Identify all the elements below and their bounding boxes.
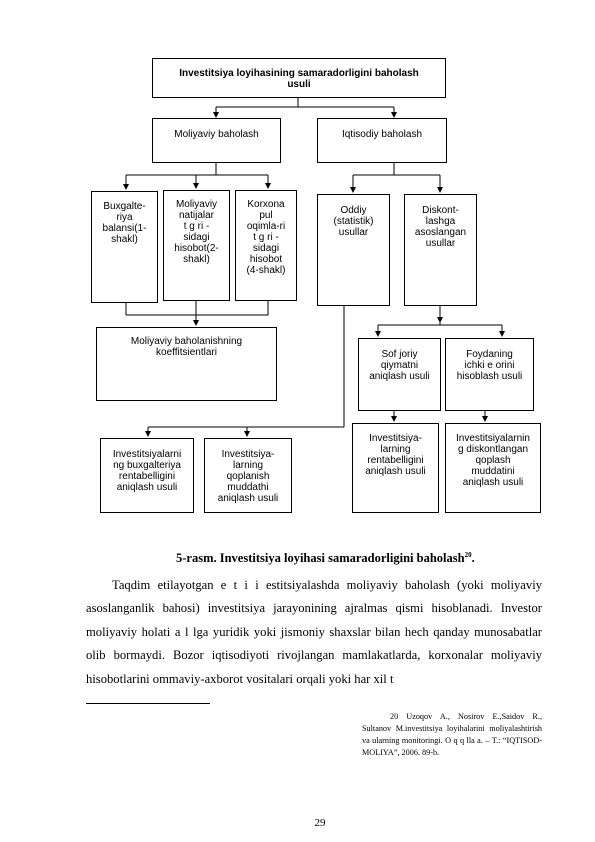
page-number: 29 xyxy=(314,817,326,829)
caption-end: . xyxy=(471,551,475,566)
paragraph-text: Taqdim etilayotgan e t i i estitsiyalash… xyxy=(86,578,542,686)
figure-caption: 5-rasm. Investitsiya loyihasi samaradorl… xyxy=(60,551,595,566)
cash-flow-box: Korxona pul oqimla-ri t g ri - sidagi hi… xyxy=(235,190,297,301)
npv-method-box: Sof joriy qiymatni aniqlash usuli xyxy=(358,338,441,411)
coefficients-box: Moliyaviy baholanishning koeffitsientlar… xyxy=(96,327,277,401)
caption-ref: 20 xyxy=(464,551,472,559)
simple-methods-box: Oddiy (statistik) usullar xyxy=(317,194,390,306)
discounted-payback-box: Investitsiyalarnin g diskontlangan qopla… xyxy=(445,423,541,513)
economic-evaluation-box: Iqtisodiy baholash xyxy=(317,118,447,163)
body-paragraph: Taqdim etilayotgan e t i i estitsiyalash… xyxy=(86,574,542,691)
diagram-top-box: Investitsiya loyihasining samaradorligin… xyxy=(152,58,446,98)
footnote: 20 Uzoqov A., Nosirov E.,Saidov R., Sult… xyxy=(362,711,542,759)
payback-period-box: Investitsiya- larning qoplanish muddathi… xyxy=(204,438,292,513)
financial-evaluation-box: Moliyaviy baholash xyxy=(152,118,281,163)
profitability-index-box: Investitsiya- larning rentabelligini ani… xyxy=(352,423,439,513)
discount-methods-box: Diskont- lashga asoslangan usullar xyxy=(404,194,477,306)
irr-method-box: Foydaning ichki e orini hisoblash usuli xyxy=(445,338,534,411)
balance-sheet-box: Buxgalte- riya balansi(1- shakl) xyxy=(91,191,158,303)
financial-results-box: Moliyaviy natijalar t g ri - sidagi hiso… xyxy=(163,190,230,301)
footnote-rule xyxy=(86,703,210,704)
accounting-return-box: Investitsiyalarni ng buxgalteriya rentab… xyxy=(100,438,194,513)
caption-text: 5-rasm. Investitsiya loyihasi samaradorl… xyxy=(176,551,465,566)
footnote-text: 20 Uzoqov A., Nosirov E.,Saidov R., Sult… xyxy=(362,712,542,757)
